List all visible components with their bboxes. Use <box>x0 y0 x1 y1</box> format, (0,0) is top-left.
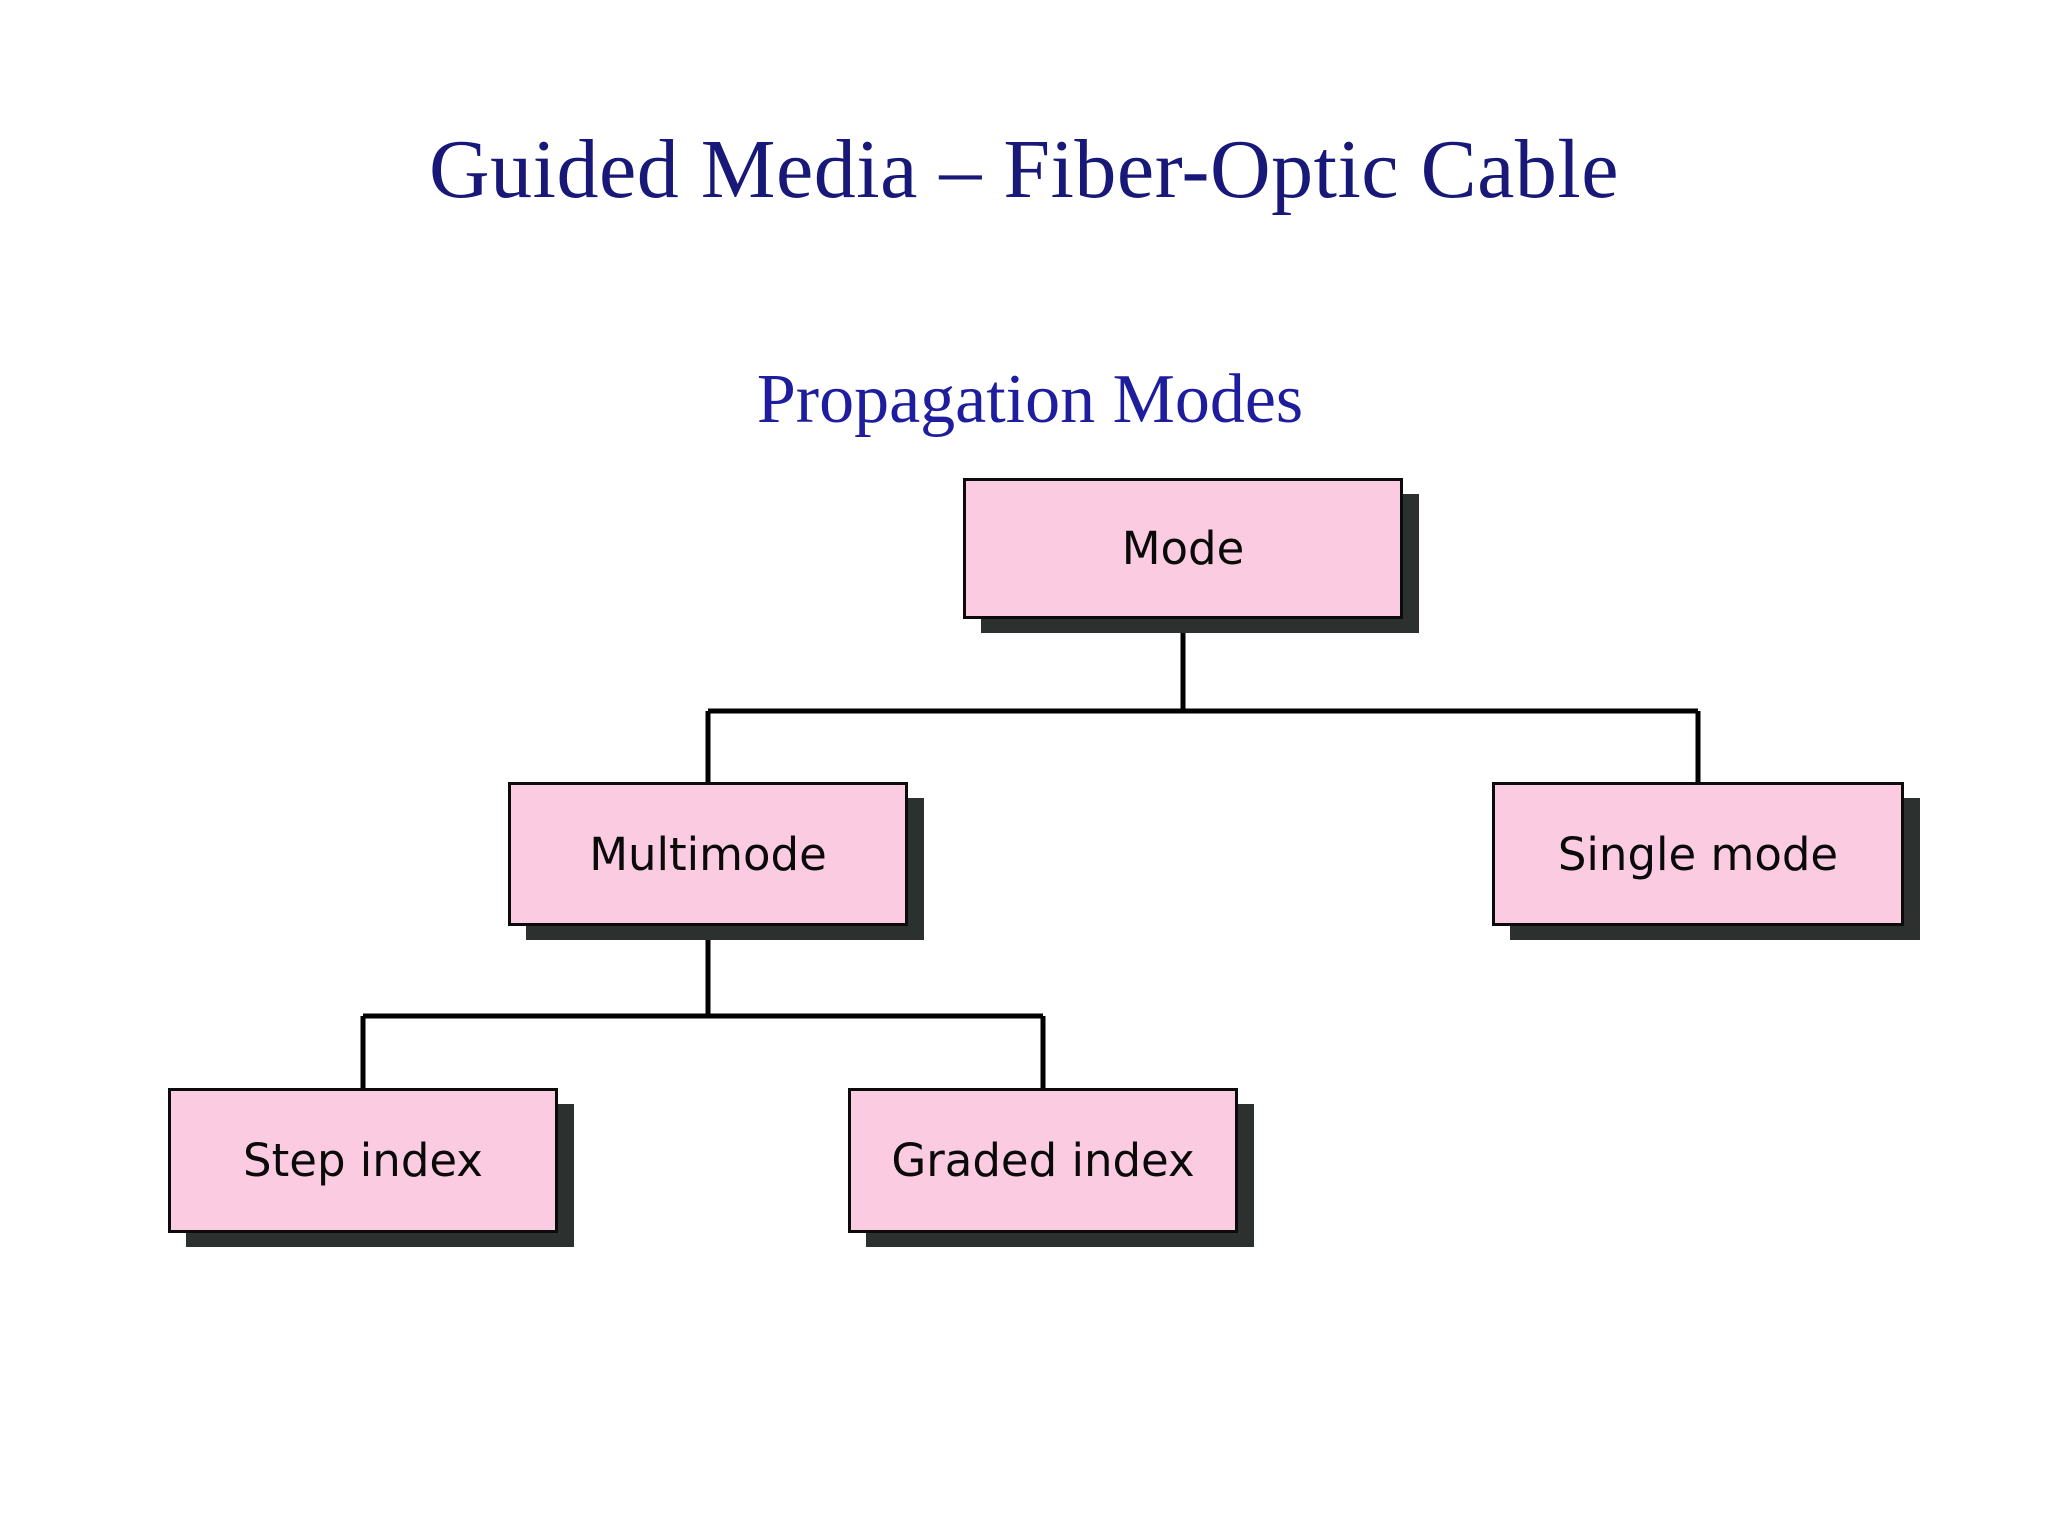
node-step-index[interactable]: Step index <box>168 1088 558 1233</box>
node-step-index-label: Step index <box>243 1134 483 1187</box>
node-multimode-label: Multimode <box>589 827 827 881</box>
page-title: Guided Media – Fiber-Optic Cable <box>428 123 1620 216</box>
node-graded-index-label: Graded index <box>891 1134 1195 1187</box>
node-multimode[interactable]: Multimode <box>508 782 908 926</box>
node-graded-index[interactable]: Graded index <box>848 1088 1238 1233</box>
node-single-mode-label: Single mode <box>1557 827 1839 881</box>
node-mode-label: Mode <box>1121 522 1245 575</box>
slide-subtitle: Propagation Modes <box>756 361 1304 438</box>
node-mode[interactable]: Mode <box>963 478 1403 619</box>
node-single-mode[interactable]: Single mode <box>1492 782 1904 926</box>
